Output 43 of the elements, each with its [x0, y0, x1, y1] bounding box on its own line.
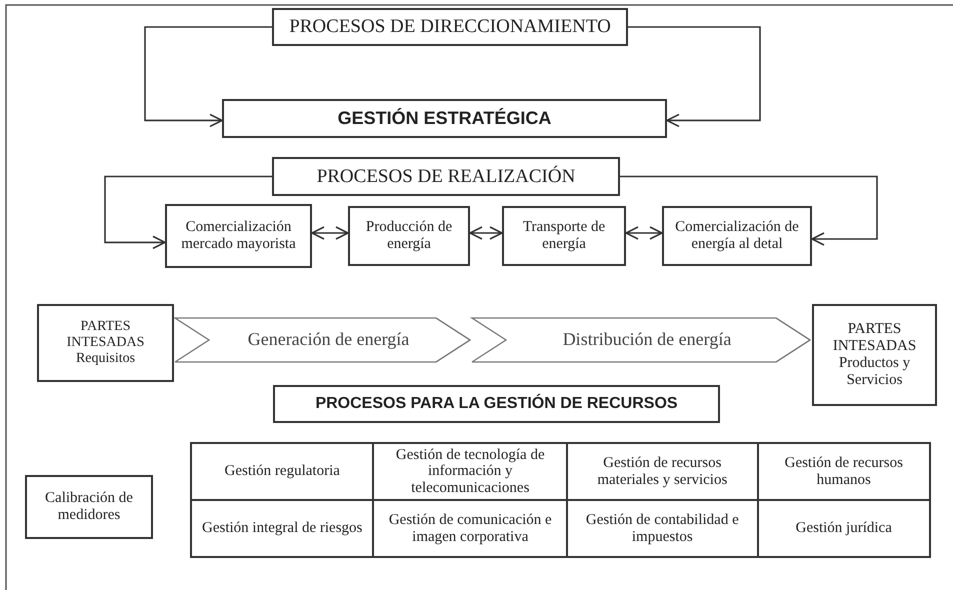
chevron-arrow [172, 317, 471, 363]
table-cell: Gestión regulatoria [191, 443, 374, 500]
node-text: PROCESOS PARA LA GESTIÓN DE RECURSOS [315, 394, 678, 414]
node-text: Comercialización de energía al detal [674, 218, 800, 254]
arrow [469, 226, 503, 240]
process-box [662, 206, 812, 266]
arrow [620, 176, 878, 246]
chevron-arrow [470, 317, 811, 363]
arrow [625, 226, 663, 240]
process-box [222, 99, 667, 138]
table-cell: Gestión integral de riesgos [191, 500, 374, 557]
process-box [348, 206, 470, 266]
node-text: Producción de energía [364, 218, 454, 254]
node-text: PARTES INTESADAS [66, 318, 146, 352]
node-text: PARTES INTESADAS [832, 320, 918, 355]
edge-label: Generación de energía [248, 330, 410, 350]
node-text: Productos y Servicios [838, 355, 912, 390]
node-text: Calibración de medidores [44, 490, 134, 524]
node-text: Requisitos [76, 351, 136, 368]
arrow [104, 176, 272, 250]
node-text: PROCESOS DE REALIZACIÓN [316, 166, 576, 188]
table-cell: Gestión de recursos humanos [758, 443, 930, 500]
section-header-box [273, 385, 720, 423]
node-text: PROCESOS DE DIRECCIONAMIENTO [289, 16, 611, 38]
arrow [628, 26, 761, 128]
stakeholder-box [812, 304, 937, 406]
table-cell: Gestión de tecnología de información y telecomunicaciones [373, 443, 568, 500]
table-cell: Gestión de comunicación e imagen corporativa [373, 500, 568, 557]
edge-label: Distribución de energía [562, 330, 732, 350]
table-cell: Gestión de recursos materiales y servicios [567, 443, 758, 500]
process-box [272, 157, 620, 196]
node-text: Transporte de energía [522, 218, 606, 254]
node-text: Comercialización mercado mayorista [180, 218, 297, 254]
stakeholder-box [37, 304, 174, 382]
table-cell: Gestión de contabilidad e impuestos [567, 500, 758, 557]
table-cell: Gestión jurídica [758, 500, 930, 557]
process-box [502, 206, 626, 266]
node-text: GESTIÓN ESTRATÉGICA [338, 108, 552, 129]
process-box [25, 475, 153, 539]
arrow [144, 26, 272, 128]
process-box [165, 204, 312, 268]
arrow [311, 226, 349, 240]
process-box [272, 8, 628, 46]
